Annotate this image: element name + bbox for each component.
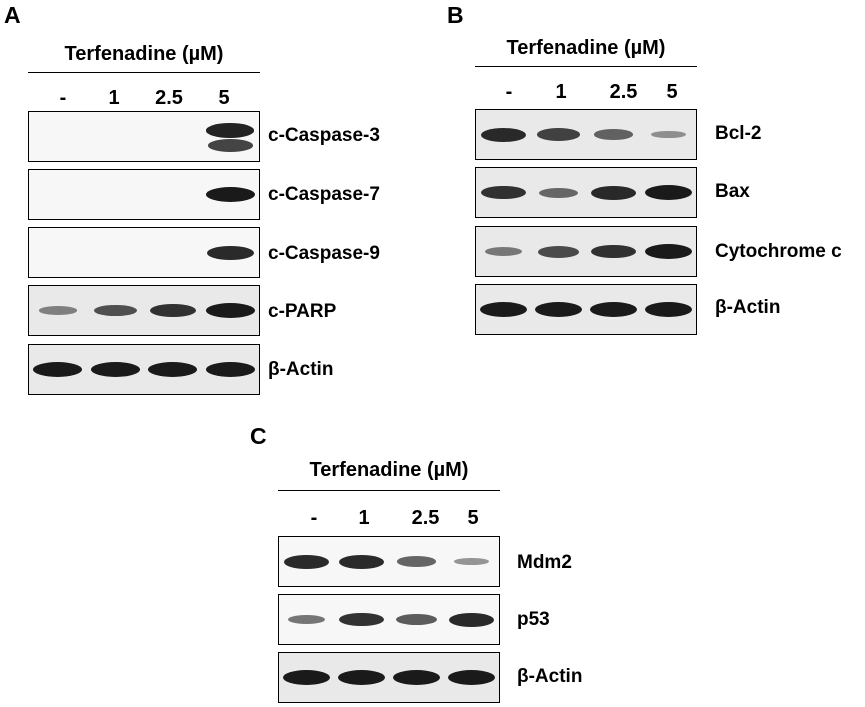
panel-a-lane-4: 5 xyxy=(218,87,230,109)
band xyxy=(207,139,253,152)
band xyxy=(206,245,254,260)
panel-a-lane-2: 1 xyxy=(108,87,120,109)
panel-b-lane-3: 2.5 xyxy=(609,81,638,103)
blot-a-c-caspase-9 xyxy=(28,227,260,278)
blot-a-label-beta-actin: β-Actin xyxy=(268,359,334,380)
blot-c-p53 xyxy=(278,594,500,645)
panel-b-label: B xyxy=(447,2,464,28)
panel-c-lane-3: 2.5 xyxy=(411,507,440,529)
blot-a-label-c-caspase-7: c-Caspase-7 xyxy=(268,184,380,205)
band xyxy=(645,302,692,317)
band xyxy=(539,187,578,198)
blot-c-label-p53: p53 xyxy=(517,609,550,630)
band xyxy=(339,612,384,627)
band xyxy=(393,670,440,685)
blot-b-label-bcl-2: Bcl-2 xyxy=(715,123,762,144)
band xyxy=(33,362,83,377)
blot-c-label-beta-actin: β-Actin xyxy=(517,666,583,687)
panel-c-label: C xyxy=(250,423,267,449)
band xyxy=(205,362,255,377)
band xyxy=(480,127,527,142)
band xyxy=(535,302,582,317)
band xyxy=(283,670,330,685)
panel-c-treatment-line xyxy=(278,490,500,491)
band xyxy=(148,362,198,377)
band xyxy=(38,306,77,315)
panel-c-lane-2: 1 xyxy=(358,507,370,529)
band xyxy=(206,123,255,138)
band xyxy=(591,244,636,259)
band xyxy=(645,244,692,259)
band xyxy=(590,185,637,200)
panel-a-treatment-label: Terfenadine (µM) xyxy=(64,43,224,65)
panel-a-lane-3: 2.5 xyxy=(155,87,183,109)
panel-c-lane-1: - xyxy=(310,507,318,529)
panel-a-label: A xyxy=(4,2,21,28)
band xyxy=(283,554,330,569)
band xyxy=(480,302,527,317)
panel-b-lane-4: 5 xyxy=(666,81,678,103)
band xyxy=(396,556,437,567)
blot-b-bcl-2 xyxy=(475,109,697,160)
blot-a-c-caspase-3 xyxy=(28,111,260,162)
band xyxy=(287,614,326,625)
band xyxy=(537,128,580,141)
blot-c-beta-actin xyxy=(278,652,500,703)
band xyxy=(645,185,692,200)
band xyxy=(448,670,495,685)
band xyxy=(593,129,634,140)
band xyxy=(537,245,580,258)
panel-b-treatment-line xyxy=(475,66,697,67)
band xyxy=(481,185,526,200)
blot-a-label-c-parp: c-PARP xyxy=(268,301,337,322)
band xyxy=(590,302,637,317)
blot-a-beta-actin xyxy=(28,344,260,395)
band xyxy=(454,557,489,566)
panel-b-treatment-label: Terfenadine (µM) xyxy=(506,37,666,59)
blot-b-cytochrome-c xyxy=(475,226,697,277)
band xyxy=(93,304,137,317)
blot-a-c-caspase-7 xyxy=(28,169,260,220)
panel-c-treatment-label: Terfenadine (µM) xyxy=(309,459,469,481)
blot-a-label-c-caspase-3: c-Caspase-3 xyxy=(268,125,380,146)
band xyxy=(651,130,686,139)
band xyxy=(485,247,522,256)
blot-a-c-parp xyxy=(28,285,260,336)
panel-b-lane-1: - xyxy=(505,81,513,103)
blot-b-label-beta-actin: β-Actin xyxy=(715,297,781,318)
band xyxy=(90,362,140,377)
band xyxy=(396,614,437,625)
band xyxy=(149,303,196,318)
band xyxy=(205,187,255,202)
blot-b-label-bax: Bax xyxy=(715,181,750,202)
blot-b-label-cytochrome-c: Cytochrome c xyxy=(715,241,842,262)
band xyxy=(338,670,385,685)
panel-c-lane-4: 5 xyxy=(467,507,479,529)
band xyxy=(338,554,385,569)
panel-a-lane-1: - xyxy=(59,87,67,109)
blot-a-label-c-caspase-9: c-Caspase-9 xyxy=(268,243,380,264)
blot-c-label-mdm2: Mdm2 xyxy=(517,552,572,573)
panel-b-lane-2: 1 xyxy=(555,81,567,103)
panel-a-treatment-line xyxy=(28,72,260,73)
blot-b-beta-actin xyxy=(475,284,697,335)
band xyxy=(448,612,495,627)
blot-b-bax xyxy=(475,167,697,218)
band xyxy=(205,303,255,318)
blot-c-mdm2 xyxy=(278,536,500,587)
